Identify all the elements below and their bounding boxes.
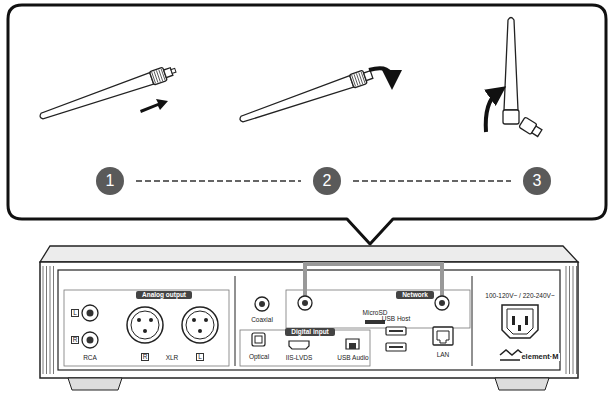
channel-label: R xyxy=(141,353,150,362)
channel-label: R xyxy=(71,336,80,345)
channel-label: L xyxy=(196,353,204,362)
section-band: Analog output xyxy=(136,291,192,300)
section-band: Digital input xyxy=(285,328,335,337)
channel-label: L xyxy=(71,309,79,318)
port-label: XLR xyxy=(166,355,179,362)
port-label: USB Audio xyxy=(337,355,368,362)
port-label: USB Host xyxy=(382,316,411,323)
callout-text: 1 xyxy=(106,172,115,190)
voltage-label: 100-120V~ / 220-240V~ xyxy=(485,293,554,300)
dashed-connector xyxy=(136,180,301,182)
section-band: Network xyxy=(396,291,434,300)
port-label: Optical xyxy=(249,354,269,361)
port-label: Coaxial xyxy=(251,317,273,324)
dashed-connector xyxy=(353,180,511,182)
callout-number: 1 xyxy=(96,167,124,195)
callout-number: 2 xyxy=(313,167,341,195)
port-label: IIS-LVDS xyxy=(286,355,313,362)
port-label: LAN xyxy=(437,352,450,359)
port-label: RCA xyxy=(83,355,97,362)
callout-text: 3 xyxy=(533,172,542,190)
callout-number: 3 xyxy=(523,167,551,195)
brand-logo: element·M xyxy=(520,353,559,361)
callout-text: 2 xyxy=(323,172,332,190)
